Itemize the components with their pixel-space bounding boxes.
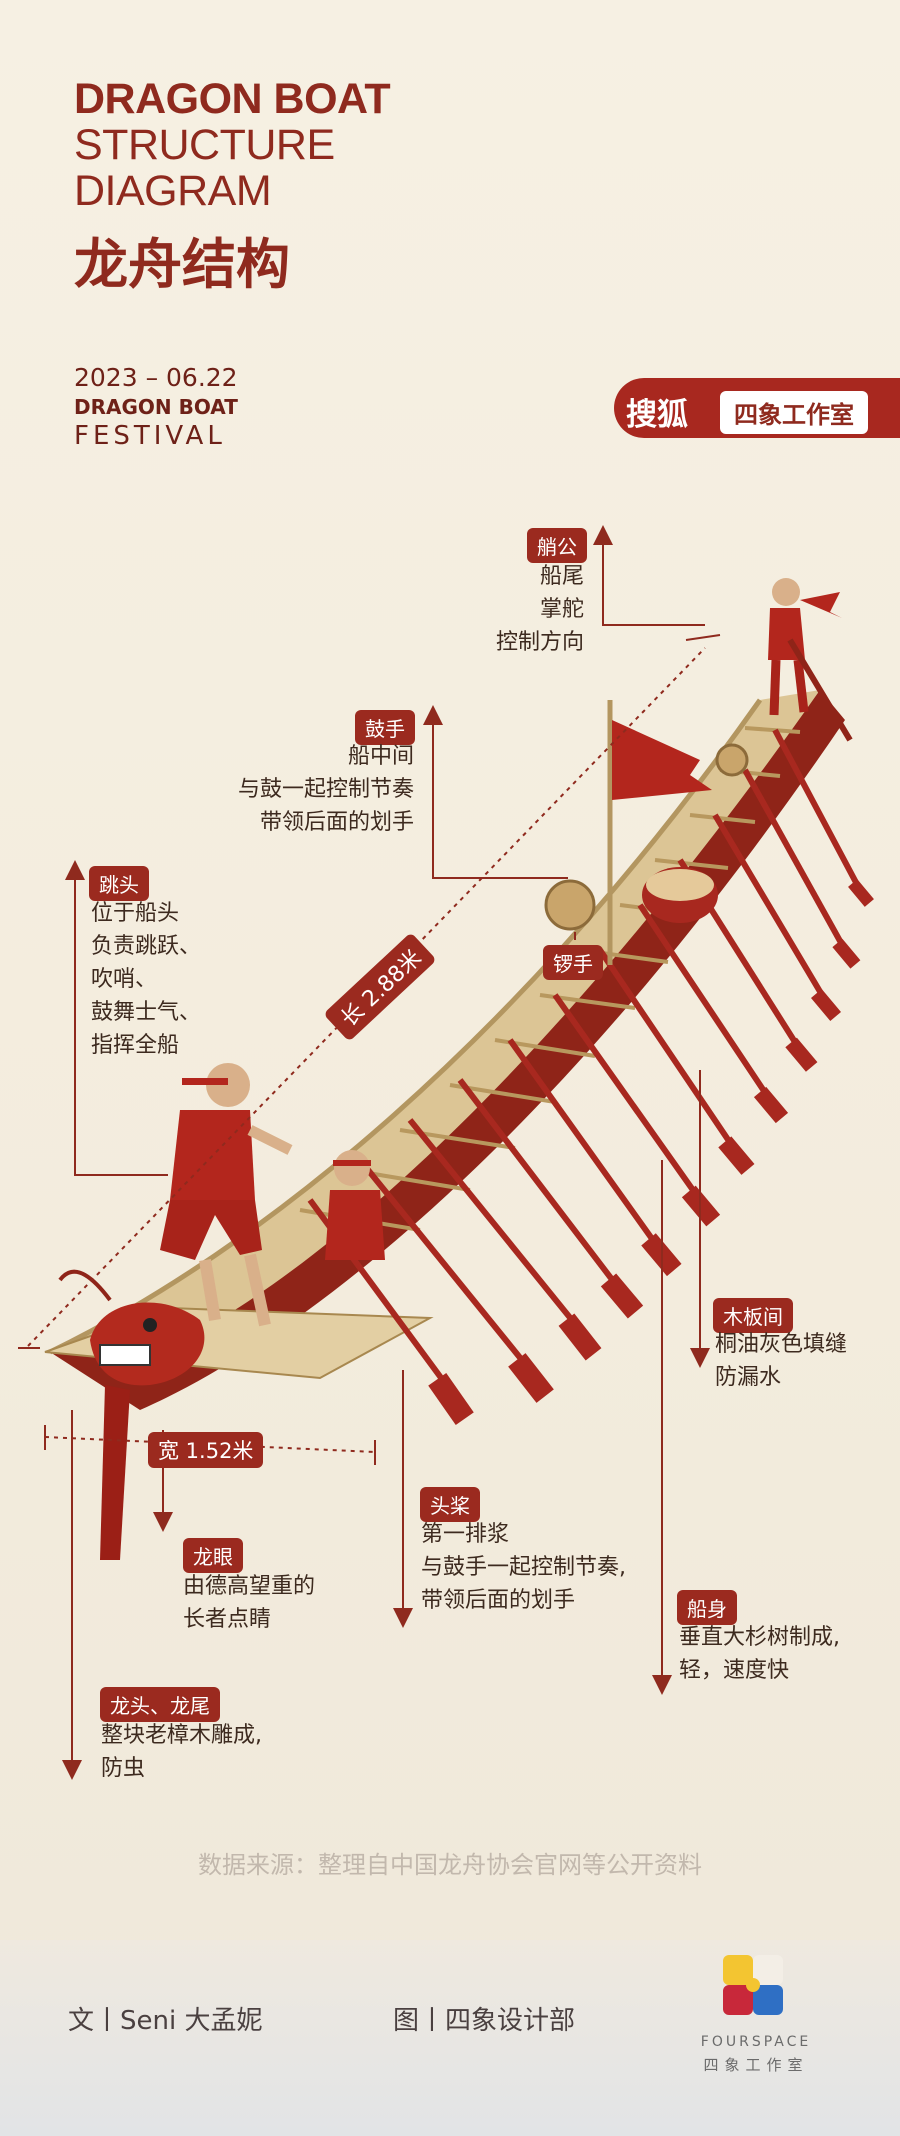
plank-gap-tag: 木板间 xyxy=(713,1298,793,1333)
boat-rail xyxy=(48,698,763,1355)
drummer-line-1: 船中间 xyxy=(347,744,414,769)
eye-line-2: 长者点睛 xyxy=(183,1607,272,1632)
small-gong xyxy=(715,743,749,777)
drummer-tag: 鼓手 xyxy=(355,710,415,745)
head-tail-desc: 整块老樟木雕成, 防虫 xyxy=(101,1719,262,1785)
data-source: 数据来源：整理自中国龙舟协会官网等公开资料 xyxy=(198,1851,702,1879)
head-tail-tag: 龙头、龙尾 xyxy=(100,1687,220,1722)
hull-desc: 垂直大杉树制成, 轻，速度快 xyxy=(679,1621,840,1687)
title-line-3: DIAGRAM xyxy=(74,167,272,215)
jumper-line-3: 吹哨、 xyxy=(91,967,158,992)
drum xyxy=(642,867,718,923)
first-oar-paddler xyxy=(325,1150,385,1260)
oar-blades xyxy=(428,879,874,1425)
dragon-eye-tag: 龙眼 xyxy=(183,1538,243,1573)
leader-lines xyxy=(62,525,710,1780)
jumper-line-4: 鼓舞士气、 xyxy=(91,1000,202,1025)
head-tail-line-2: 防虫 xyxy=(101,1756,146,1781)
dragon-head xyxy=(58,1269,205,1560)
first-oar-desc: 第一排浆 与鼓手一起控制节奏, 带领后面的划手 xyxy=(421,1518,626,1617)
logo-text-cn: 四象工作室 xyxy=(703,2056,809,2074)
image-credit: 图丨四象设计部 xyxy=(393,2006,576,2036)
first-oar-tag: 头桨 xyxy=(420,1487,480,1522)
brand-name: 搜狐 xyxy=(626,397,688,433)
drummer-line-2: 与鼓一起控制节奏 xyxy=(237,777,414,802)
title-chinese: 龙舟结构 xyxy=(74,233,290,296)
jumper-desc: 位于船头 负责跳跃、 吹哨、 鼓舞士气、 指挥全船 xyxy=(91,897,201,1062)
plank-gap-desc: 桐油灰色填缝 防漏水 xyxy=(715,1328,847,1394)
helmsman-line-3: 控制方向 xyxy=(495,630,584,655)
date: 2023 – 06.22 xyxy=(74,363,238,392)
helmsman-line-2: 掌舵 xyxy=(539,597,584,622)
eye-line-1: 由德高望重的 xyxy=(183,1574,316,1599)
dragon-eye-desc: 由德高望重的 长者点睛 xyxy=(183,1570,315,1636)
hull-tag: 船身 xyxy=(677,1590,737,1625)
jumper-tag: 跳头 xyxy=(89,866,149,901)
helmsman-tag: 艄公 xyxy=(527,528,587,563)
subtitle-line-1: DRAGON BOAT xyxy=(74,395,238,419)
jumper-line-1: 位于船头 xyxy=(91,901,180,926)
title-line-1: DRAGON BOAT xyxy=(74,75,391,123)
first-oar-line-3: 带领后面的划手 xyxy=(421,1588,576,1613)
width-label: 宽 1.52米 xyxy=(148,1432,264,1468)
hull-line-2: 轻，速度快 xyxy=(679,1658,790,1683)
gong xyxy=(544,879,596,931)
hull-line-1: 垂直大杉树制成, xyxy=(679,1625,840,1650)
jumper-line-5: 指挥全船 xyxy=(91,1033,180,1058)
drummer-desc: 船中间 与鼓一起控制节奏 带领后面的划手 xyxy=(200,740,414,839)
subtitle-line-2: FESTIVAL xyxy=(74,421,226,451)
drummer-line-3: 带领后面的划手 xyxy=(259,810,414,835)
first-oar-line-1: 第一排浆 xyxy=(421,1522,510,1547)
helmsman-figure xyxy=(768,578,853,742)
text-credit: 文丨Seni 大孟妮 xyxy=(68,2006,263,2036)
helmsman-line-1: 船尾 xyxy=(539,564,584,589)
oars xyxy=(307,728,863,1392)
flag xyxy=(607,700,712,965)
first-oar-line-2: 与鼓手一起控制节奏, xyxy=(421,1555,626,1580)
helmsman-desc: 船尾 掌舵 控制方向 xyxy=(470,560,584,659)
gong-player-tag: 锣手 xyxy=(543,945,603,980)
jumper-line-2: 负责跳跃、 xyxy=(91,934,202,959)
title-line-2: STRUCTURE xyxy=(74,121,335,169)
brand-studio: 四象工作室 xyxy=(720,391,868,434)
plank-line-2: 防漏水 xyxy=(715,1365,782,1390)
logo-text-en: FOURSPACE xyxy=(700,2034,812,2050)
head-tail-line-1: 整块老樟木雕成, xyxy=(101,1723,262,1748)
plank-line-1: 桐油灰色填缝 xyxy=(715,1332,848,1357)
